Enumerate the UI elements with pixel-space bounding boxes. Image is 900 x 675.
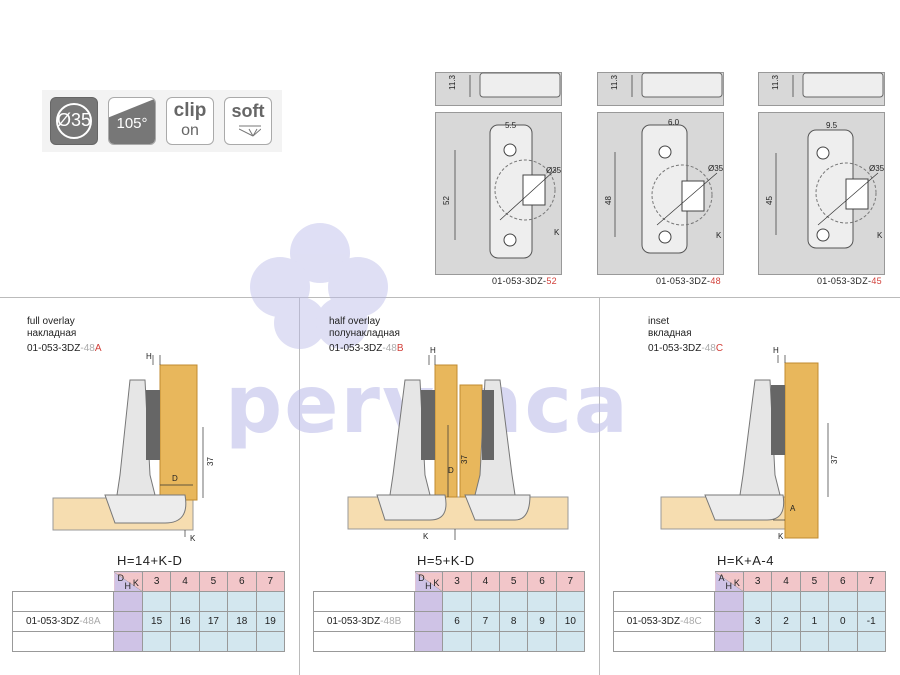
k-header-cell: 5 <box>198 571 229 592</box>
plate-spacing-label: 45 <box>764 196 774 205</box>
section-title-ru: накладная <box>27 328 77 339</box>
table-row: 01-053-3DZ-48C 3 2 1 0 -1 <box>612 611 887 632</box>
plate-k-label: K <box>877 231 883 240</box>
plate-cup-label: Ø35 <box>708 164 724 173</box>
clip-on-badge: clip on <box>166 97 214 145</box>
section-title: inset <box>648 316 670 327</box>
k-header-cell: 5 <box>499 571 529 592</box>
dim-h-label: H <box>146 352 152 361</box>
h-value-cell: 3 <box>742 611 773 632</box>
plate-code: 01-053-3DZ-52 <box>492 276 557 286</box>
hinge-drawing-inset <box>660 355 829 539</box>
plate-spacing-label: 52 <box>441 196 451 205</box>
plate-k-label: K <box>554 228 560 237</box>
k-header-cell: 6 <box>828 571 858 592</box>
k-header-cell: 7 <box>555 571 586 592</box>
soft-close-icon <box>239 125 261 137</box>
h-value-cell: 19 <box>255 611 286 632</box>
h-value-cell: -1 <box>856 611 887 632</box>
logo-flower-icon <box>250 223 388 349</box>
h-value-cell: 7 <box>470 611 501 632</box>
h-value-cell: 1 <box>799 611 830 632</box>
plate-height-label: 11.3 <box>770 75 780 90</box>
h-value-cell: 6 <box>442 611 472 632</box>
section-title: full overlay <box>27 316 75 327</box>
k-header-cell: 5 <box>799 571 830 592</box>
section-title-ru: вкладная <box>648 328 692 339</box>
dim-37-label: 37 <box>459 455 469 464</box>
h-value-cell: 2 <box>771 611 801 632</box>
plate-cup-label: Ø35 <box>869 164 885 173</box>
k-header-cell: 3 <box>442 571 472 592</box>
table-row: 01-053-3DZ-48B 6 7 8 9 10 <box>312 611 586 632</box>
plate-k-label: K <box>716 231 722 240</box>
k-header-cell: 4 <box>470 571 501 592</box>
dim-37-label: 37 <box>829 455 839 464</box>
section-code: 01-053-3DZ-48B <box>329 343 404 354</box>
h-value-cell: 8 <box>499 611 529 632</box>
formula: H=5+K-D <box>417 553 475 568</box>
plate-code: 01-053-3DZ-45 <box>817 276 882 286</box>
cup-diameter-badge: Ø35 <box>50 97 98 145</box>
plate-drawing-48 <box>614 72 723 254</box>
k-header-cell: 6 <box>227 571 257 592</box>
plate-drawing-52 <box>454 72 561 259</box>
dim-h-label: H <box>430 346 436 355</box>
formula: H=14+K-D <box>117 553 183 568</box>
h-value-cell: 10 <box>555 611 586 632</box>
hinge-drawing-half-overlay <box>347 355 569 540</box>
h-value-cell: 17 <box>198 611 229 632</box>
dim-d-label: D <box>172 474 178 483</box>
column-divider <box>599 298 600 675</box>
section-title-ru: полунакладная <box>329 328 400 339</box>
plate-height-label: 11.3 <box>609 75 619 90</box>
plate-height-label: 11.3 <box>447 75 457 90</box>
formula: H=K+A-4 <box>717 553 774 568</box>
opening-angle-badge: 105° <box>108 97 156 145</box>
dim-k-label: K <box>423 532 429 541</box>
k-header-cell: 7 <box>255 571 286 592</box>
dim-h-label: H <box>773 346 779 355</box>
k-header-cell: 4 <box>771 571 801 592</box>
plate-code: 01-053-3DZ-48 <box>656 276 721 286</box>
h-value-cell: 16 <box>170 611 200 632</box>
hinge-drawing-full-overlay <box>52 355 204 537</box>
dim-a-label: A <box>790 504 796 513</box>
dim-k-label: K <box>778 532 784 541</box>
section-code: 01-053-3DZ-48C <box>648 343 724 354</box>
h-value-cell: 18 <box>227 611 257 632</box>
plate-spacing-label: 48 <box>603 196 613 205</box>
dim-d-label: D <box>448 466 454 475</box>
h-value-cell: 15 <box>141 611 172 632</box>
plate-drawing-45 <box>775 72 884 249</box>
horizontal-divider <box>0 297 900 298</box>
table-row: 01-053-3DZ-48A 15 16 17 18 19 <box>11 611 286 632</box>
dim-37-label: 37 <box>205 457 215 466</box>
dim-k-label: K <box>190 534 196 543</box>
section-title: half overlay <box>329 316 381 327</box>
k-header-cell: 4 <box>170 571 200 592</box>
plate-offset-label: 9.5 <box>826 121 838 130</box>
plate-cup-label: Ø35 <box>546 166 562 175</box>
plate-offset-label: 6.0 <box>668 118 680 127</box>
k-header-cell: 3 <box>141 571 172 592</box>
k-header-cell: 3 <box>742 571 773 592</box>
k-header-cell: 6 <box>527 571 557 592</box>
plate-offset-label: 5.5 <box>505 121 517 130</box>
section-code: 01-053-3DZ-48A <box>27 343 102 354</box>
column-divider <box>299 298 300 675</box>
k-header-cell: 7 <box>856 571 887 592</box>
soft-close-badge: soft <box>224 97 272 145</box>
h-value-cell: 9 <box>527 611 557 632</box>
h-value-cell: 0 <box>828 611 858 632</box>
